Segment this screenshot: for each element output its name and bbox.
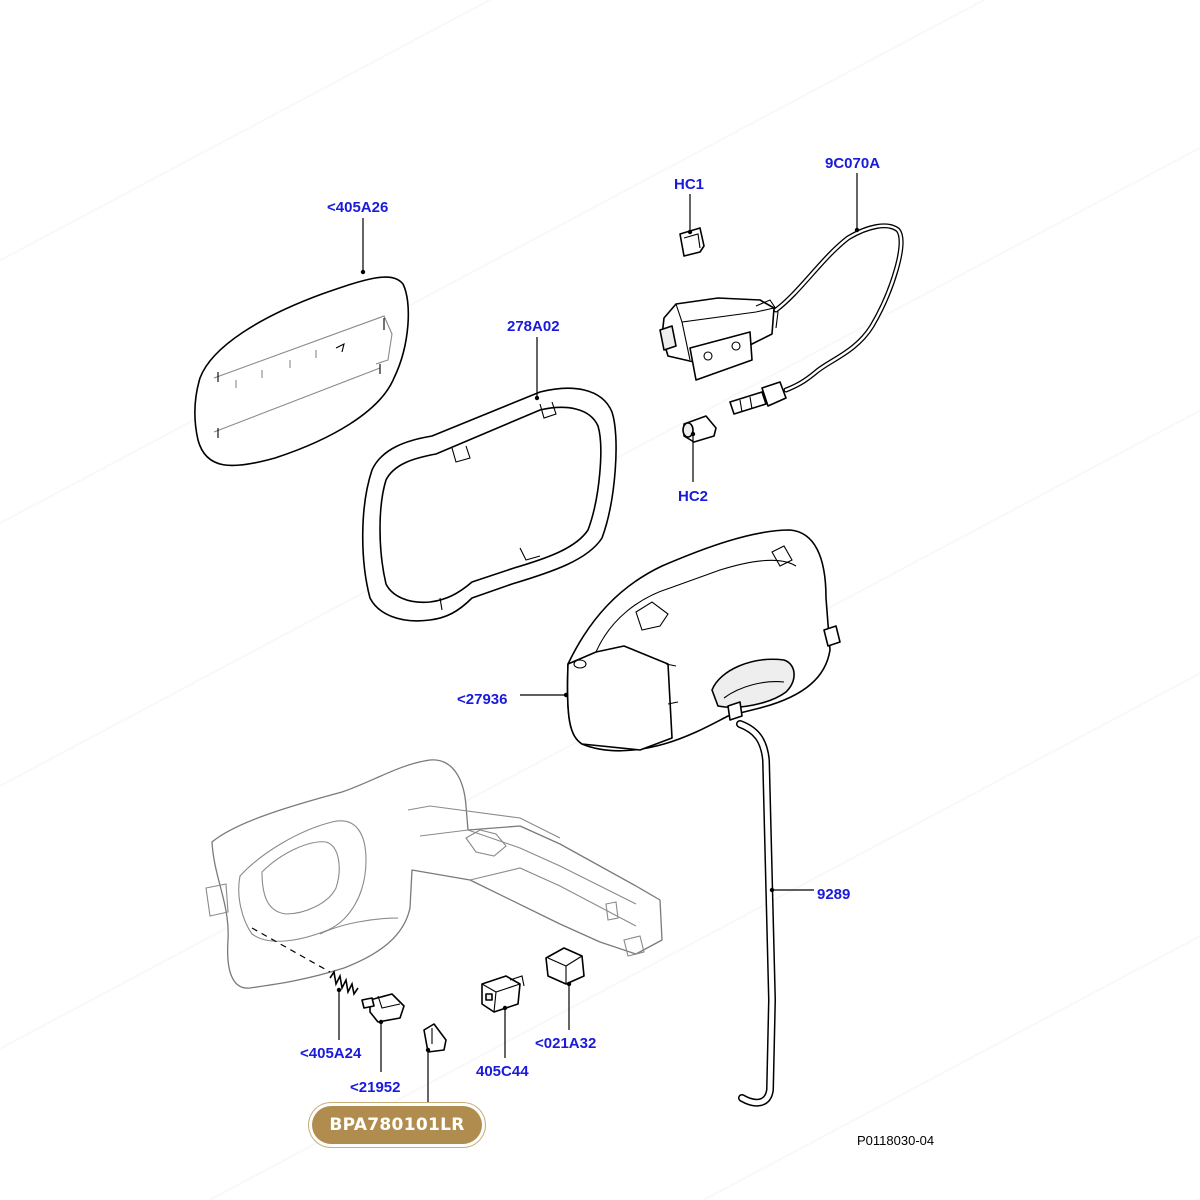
callout-9c070a[interactable]: 9C070A (825, 155, 880, 172)
callout-21952[interactable]: <21952 (350, 1079, 400, 1096)
fuel-pocket-base[interactable] (205, 759, 663, 989)
spring[interactable] (329, 969, 359, 997)
clip-hc2[interactable] (682, 415, 717, 443)
fuel-flap-door[interactable] (194, 276, 410, 467)
callout-hc2[interactable]: HC2 (678, 488, 708, 505)
callout-021a32[interactable]: <021A32 (535, 1035, 596, 1052)
callout-405a26[interactable]: <405A26 (327, 199, 388, 216)
part-number-badge[interactable]: BPA780101LR (312, 1106, 482, 1144)
connector[interactable] (481, 975, 525, 1013)
plunger-clip[interactable] (361, 993, 405, 1023)
illustration-code: P0118030-04 (857, 1133, 934, 1148)
callout-labels: <405A26 278A02 HC1 9C070A HC2 <27936 928… (300, 155, 880, 1096)
callout-405a24[interactable]: <405A24 (300, 1045, 362, 1062)
clip-hc1[interactable] (679, 227, 705, 257)
flap-actuator[interactable] (659, 297, 779, 381)
part-number-text: BPA780101LR (329, 1115, 465, 1135)
bracket-part[interactable] (423, 1023, 447, 1053)
leader-lines (336, 173, 860, 1108)
callout-278a02[interactable]: 278A02 (507, 318, 560, 335)
fuel-filler-housing[interactable] (566, 529, 841, 752)
cap-part[interactable] (545, 947, 585, 985)
callout-hc1[interactable]: HC1 (674, 176, 704, 193)
callout-27936[interactable]: <27936 (457, 691, 507, 708)
callout-405c44[interactable]: 405C44 (476, 1063, 529, 1080)
callout-9289[interactable]: 9289 (817, 886, 850, 903)
drain-tube[interactable] (736, 720, 776, 1107)
gasket-seal[interactable] (361, 387, 617, 622)
actuator-cable[interactable] (729, 223, 904, 415)
